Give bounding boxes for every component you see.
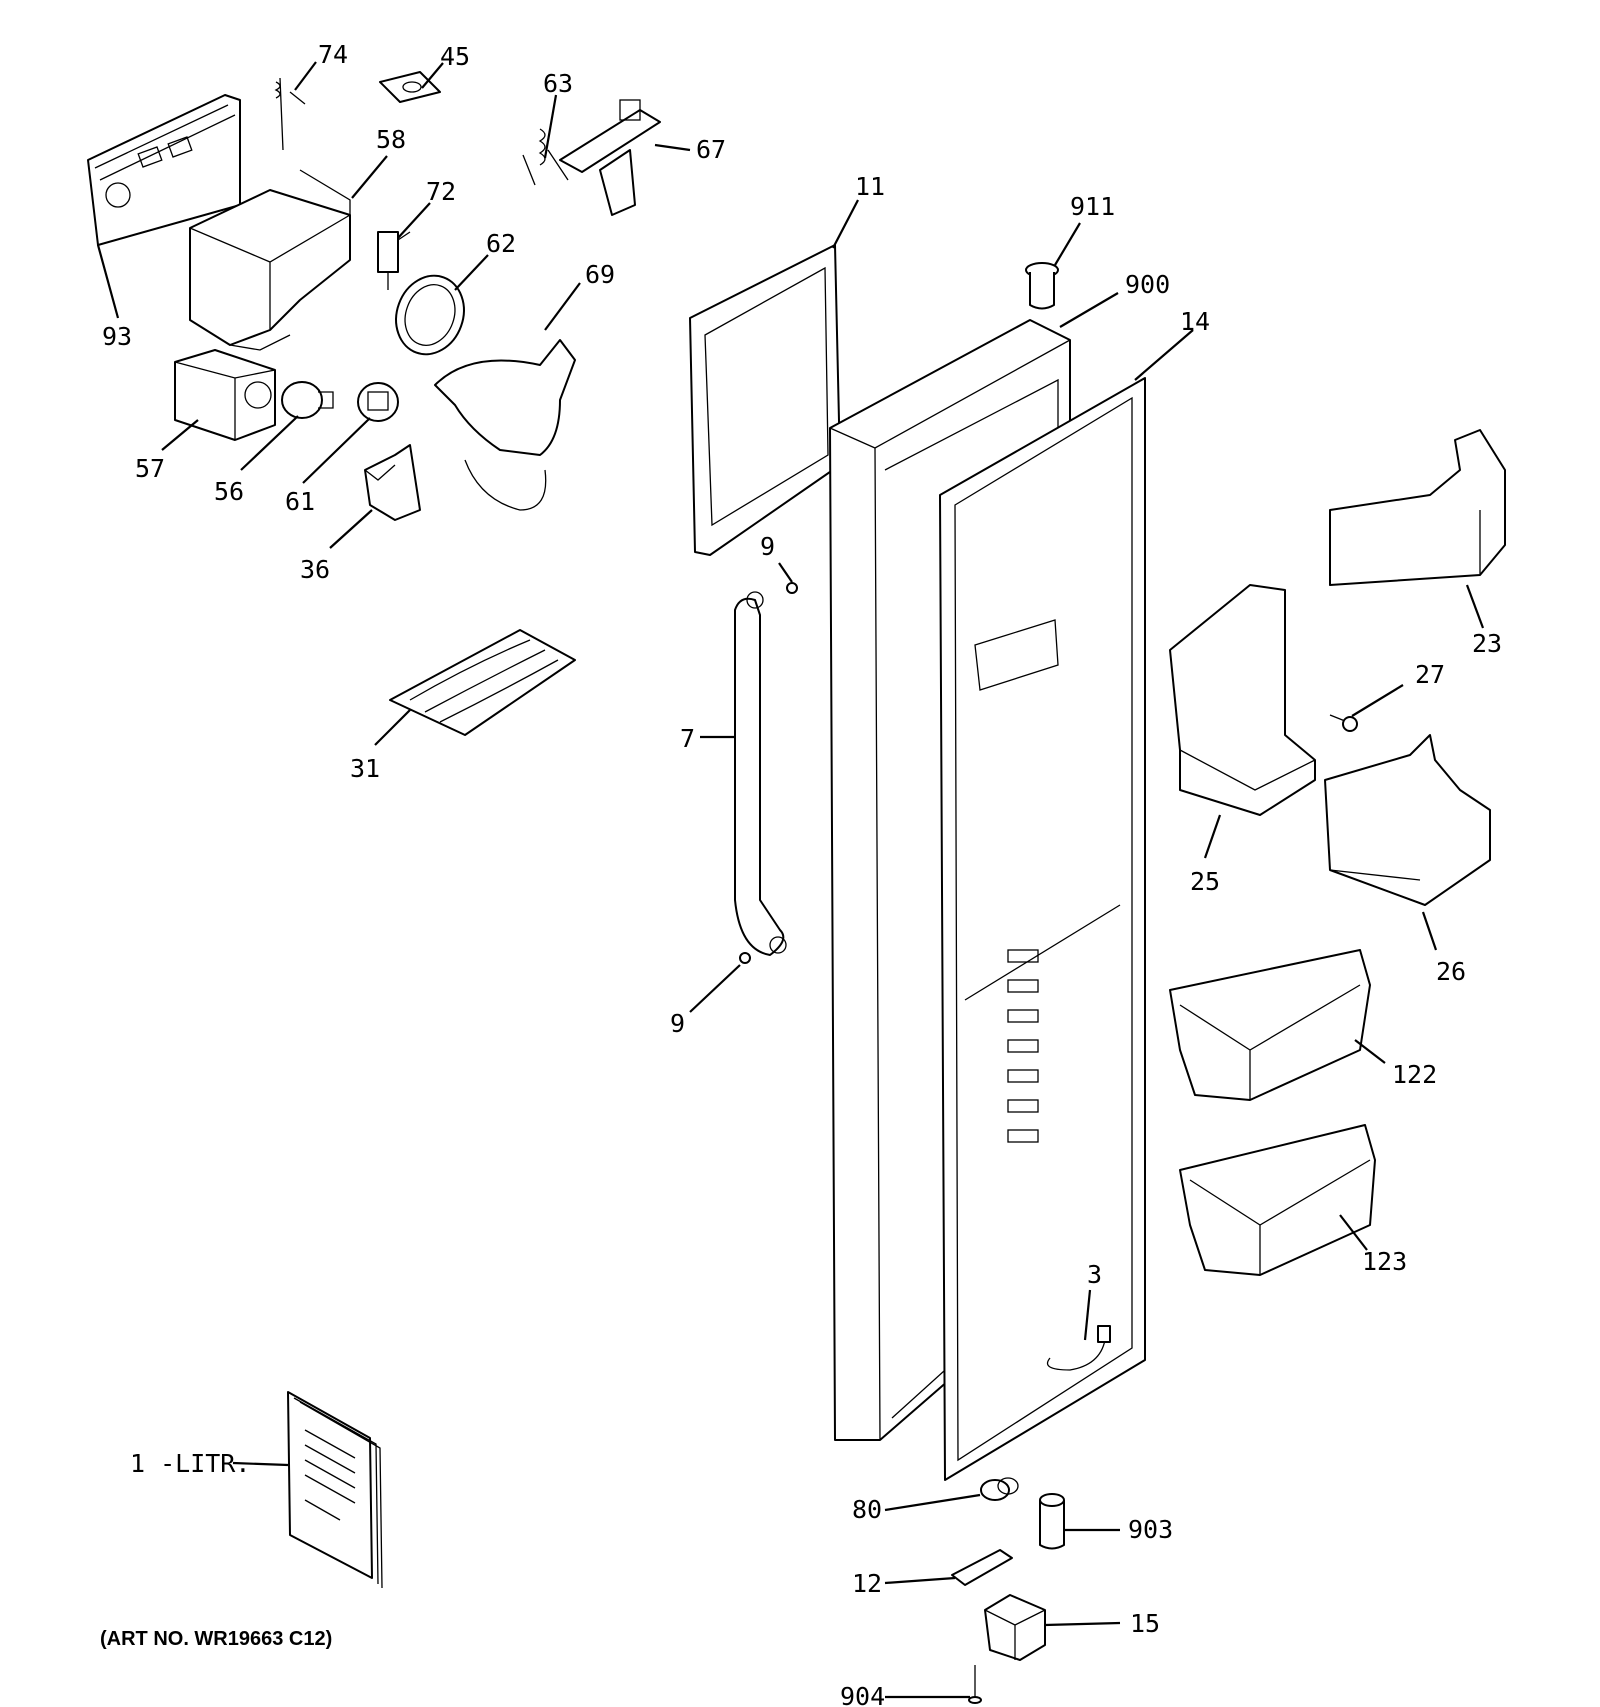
callout-72: 72 — [426, 177, 456, 206]
callout-123: 123 — [1362, 1247, 1407, 1276]
callout-1-litr: 1 -LITR. — [130, 1449, 250, 1478]
callout-36: 36 — [300, 555, 330, 584]
part-15-hinge-cover — [984, 1594, 1046, 1661]
callout-25: 25 — [1190, 867, 1220, 896]
callout-67: 67 — [696, 135, 726, 164]
callout-23: 23 — [1472, 629, 1502, 658]
part-80-stop — [980, 1477, 1019, 1501]
part-904-screw — [968, 1665, 982, 1704]
part-911-bushing — [1025, 262, 1059, 310]
callout-93: 93 — [102, 322, 132, 351]
callout-15: 15 — [1130, 1609, 1160, 1638]
callout-56: 56 — [214, 477, 244, 506]
callout-9-top: 9 — [760, 532, 775, 561]
art-number: (ART NO. WR19663 C12) — [100, 1628, 332, 1650]
part-9-screw-top — [786, 582, 798, 594]
callout-labels: 74 45 63 67 58 72 62 69 93 57 56 61 36 3… — [102, 40, 1502, 1707]
callout-122: 122 — [1392, 1060, 1437, 1089]
part-31-drip-tray — [389, 629, 576, 736]
callout-903: 903 — [1128, 1515, 1173, 1544]
part-3-wire-harness — [1046, 1325, 1111, 1371]
part-67-lever — [559, 99, 661, 216]
part-56-auger — [281, 381, 334, 419]
callout-9-bottom: 9 — [670, 1009, 685, 1038]
callout-74: 74 — [318, 40, 348, 69]
part-7-handle — [734, 591, 787, 956]
part-36-bracket — [364, 444, 421, 521]
callout-63: 63 — [543, 69, 573, 98]
part-903-hinge-pin — [1039, 1493, 1065, 1550]
part-27-screw — [1329, 714, 1358, 732]
callout-80: 80 — [852, 1495, 882, 1524]
part-25-bracket — [1169, 584, 1316, 816]
callout-911: 911 — [1070, 192, 1115, 221]
part-12-plate — [951, 1549, 1013, 1586]
callout-900: 900 — [1125, 270, 1170, 299]
callout-904: 904 — [840, 1682, 885, 1707]
callout-58: 58 — [376, 125, 406, 154]
part-45-bracket — [379, 71, 441, 103]
callout-57: 57 — [135, 454, 165, 483]
part-26-cover — [1324, 734, 1491, 906]
callout-61: 61 — [285, 487, 315, 516]
part-9-screw-bottom — [739, 952, 751, 964]
callout-31: 31 — [350, 754, 380, 783]
part-74-spring — [274, 77, 306, 151]
part-69-chute — [434, 339, 576, 511]
part-72-switch — [377, 231, 411, 290]
callout-11: 11 — [855, 172, 885, 201]
callout-3: 3 — [1087, 1260, 1102, 1289]
gasket-shelf-tabs — [1007, 949, 1039, 1143]
callout-12: 12 — [852, 1569, 882, 1598]
part-14-gasket — [939, 377, 1146, 1481]
callout-69: 69 — [585, 260, 615, 289]
callout-26: 26 — [1436, 957, 1466, 986]
callout-7: 7 — [680, 724, 695, 753]
part-62-ring — [395, 274, 465, 356]
part-122-door-bin — [1169, 949, 1371, 1101]
leader-lines — [96, 61, 1485, 1699]
part-123-door-bin — [1179, 1124, 1376, 1276]
part-93-control-panel — [87, 94, 241, 246]
callout-62: 62 — [486, 229, 516, 258]
part-57-motor — [174, 349, 276, 441]
part-61-gear — [357, 382, 399, 422]
callout-45: 45 — [440, 42, 470, 71]
callout-14: 14 — [1180, 307, 1210, 336]
part-23-cover — [1329, 429, 1506, 586]
callout-27: 27 — [1415, 660, 1445, 689]
part-63-spring — [522, 128, 569, 186]
part-58-housing — [189, 169, 351, 351]
part-1-literature — [287, 1391, 383, 1589]
part-11-frame — [689, 244, 841, 556]
